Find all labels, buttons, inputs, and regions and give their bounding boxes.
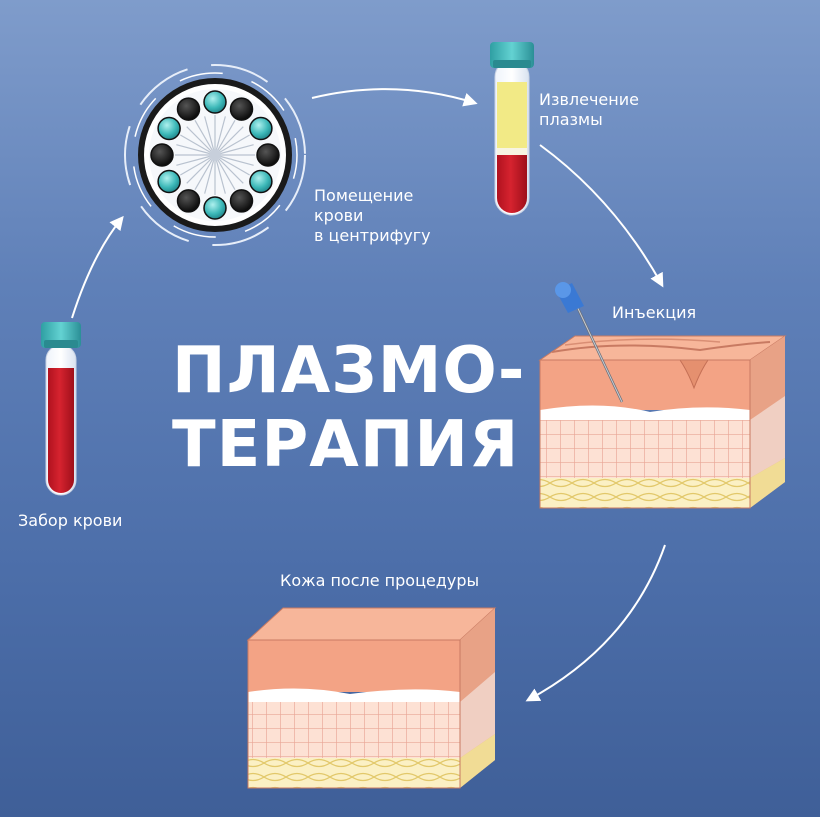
- centrifuge-slot: [176, 189, 201, 213]
- title-line-2: ТЕРАПИЯ: [172, 408, 520, 482]
- centrifuge-slot: [256, 143, 280, 167]
- centrifuge-slot: [157, 116, 181, 141]
- healthy-skin-icon: [246, 607, 497, 789]
- label-centrifuge: Помещение крови в центрифугу: [314, 186, 431, 246]
- label-centrifuge-line-2: крови: [314, 206, 364, 225]
- label-centrifuge-line-3: в центрифугу: [314, 226, 431, 245]
- centrifuge-slot: [229, 189, 254, 213]
- label-injection: Инъекция: [612, 303, 697, 322]
- label-after-procedure: Кожа после процедуры: [280, 571, 480, 590]
- arrow-plasma-to-injection: [539, 144, 664, 288]
- centrifuge-slot: [176, 97, 201, 121]
- centrifuge-slot: [157, 169, 181, 194]
- label-plasma-line-2: плазмы: [539, 110, 603, 129]
- centrifuge-slot: [150, 143, 174, 167]
- arrow-draw-to-centrifuge: [71, 215, 124, 319]
- cycle-arrows: [71, 88, 666, 702]
- blood-tube-icon: [41, 322, 81, 496]
- arrow-injection-to-after: [525, 544, 666, 702]
- plasma-tube-icon: [490, 42, 534, 216]
- label-centrifuge-line-1: Помещение: [314, 186, 414, 205]
- title-line-1: ПЛАЗМО-: [172, 334, 526, 408]
- centrifuge-slot: [229, 97, 254, 121]
- centrifuge-slot: [249, 169, 273, 194]
- centrifuge-slot: [203, 196, 227, 220]
- injection-skin-icon: [538, 282, 787, 509]
- arrow-centrifuge-to-plasma: [311, 88, 478, 107]
- centrifuge-slot: [203, 90, 227, 114]
- label-plasma: Извлечение плазмы: [539, 90, 639, 130]
- centrifuge-slot: [249, 116, 273, 141]
- label-blood-draw: Забор крови: [18, 511, 123, 530]
- label-plasma-line-1: Извлечение: [539, 90, 639, 109]
- centrifuge-icon: [124, 64, 306, 246]
